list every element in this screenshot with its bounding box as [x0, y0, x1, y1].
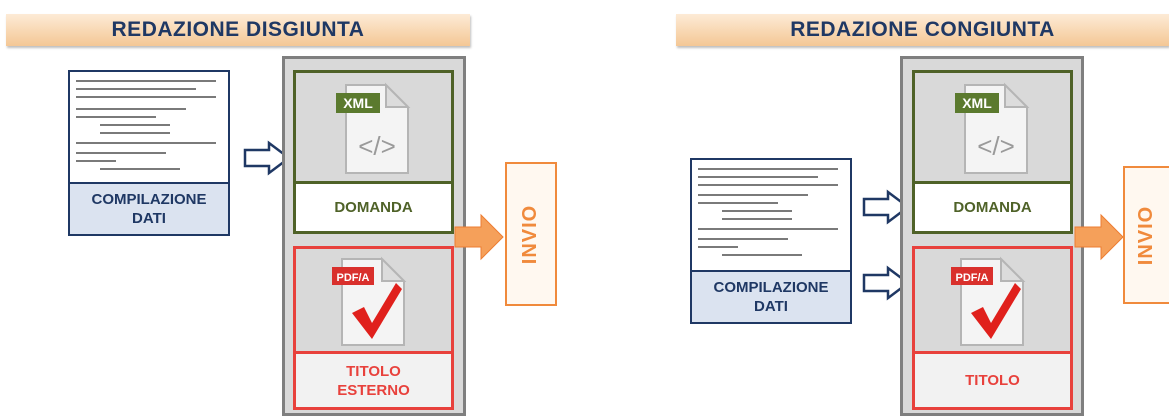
left-xml-badge: XML: [343, 95, 373, 111]
right-compilazione-dati-label: COMPILAZIONE DATI: [692, 270, 850, 322]
left-pdf-file-icon: PDF/A: [332, 256, 407, 346]
left-titolo-text: TITOLO ESTERNO: [337, 362, 410, 399]
right-titolo-label: TITOLO: [915, 351, 1070, 407]
right-arrow-to-invio: [1074, 213, 1124, 261]
right-pdf-file-icon: PDF/A: [951, 256, 1026, 346]
right-arrow-to-domanda: [862, 189, 911, 225]
right-domanda-label: DOMANDA: [915, 181, 1070, 231]
right-titolo-box: PDF/A TITOLO: [912, 246, 1073, 410]
left-titolo-label: TITOLO ESTERNO: [296, 351, 451, 407]
left-domanda-label: DOMANDA: [296, 181, 451, 231]
right-invio-label: INVIO: [1135, 205, 1158, 265]
right-xml-badge: XML: [962, 95, 992, 111]
left-title-banner: REDAZIONE DISGIUNTA: [6, 14, 470, 46]
right-title-banner: REDAZIONE CONGIUNTA: [676, 14, 1169, 46]
svg-text:</>: </>: [977, 131, 1015, 161]
right-checkmark-icon: [971, 283, 1021, 339]
right-xml-file-icon: XML </>: [955, 82, 1030, 174]
right-domanda-box: XML </> DOMANDA: [912, 70, 1073, 234]
left-checkmark-icon: [352, 283, 402, 339]
left-data-document: COMPILAZIONE DATI: [68, 70, 230, 236]
right-data-document: COMPILAZIONE DATI: [690, 158, 852, 324]
left-arrow-to-domanda: [243, 140, 292, 176]
left-arrow-to-invio: [454, 213, 504, 261]
right-arrow-to-titolo: [862, 265, 911, 301]
left-compilazione-dati-label: COMPILAZIONE DATI: [70, 182, 228, 234]
left-xml-file-icon: XML </>: [336, 82, 411, 174]
right-title: REDAZIONE CONGIUNTA: [790, 18, 1055, 41]
left-domanda-box: XML </> DOMANDA: [293, 70, 454, 234]
svg-text:</>: </>: [358, 131, 396, 161]
left-title: REDAZIONE DISGIUNTA: [111, 18, 365, 41]
right-pdf-badge: PDF/A: [956, 272, 989, 284]
left-invio-box: INVIO: [505, 162, 557, 306]
left-invio-label: INVIO: [519, 204, 542, 264]
left-pdf-badge: PDF/A: [337, 272, 370, 284]
left-titolo-box: PDF/A TITOLO ESTERNO: [293, 246, 454, 410]
right-invio-box: INVIO: [1123, 166, 1169, 304]
